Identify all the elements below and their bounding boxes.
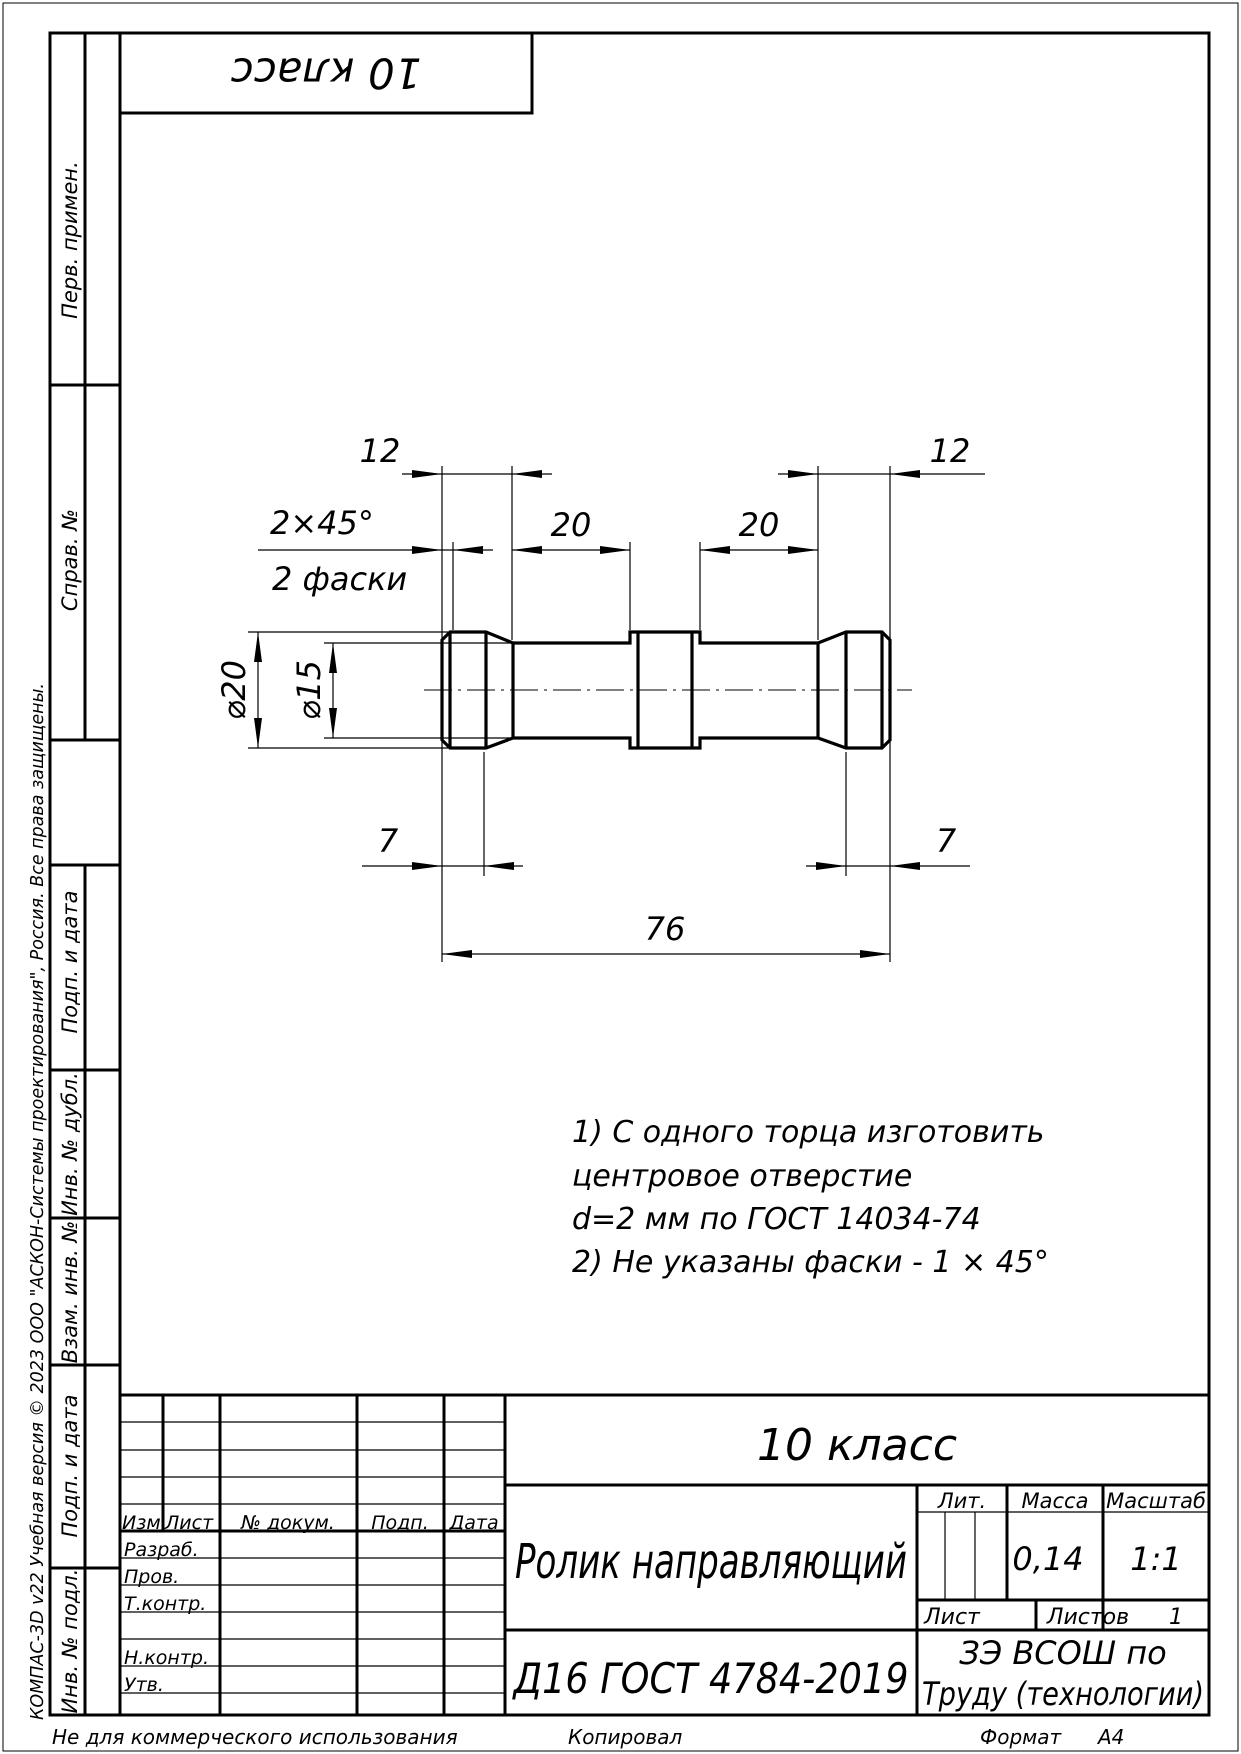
scale-label: Масштаб (1106, 1489, 1206, 1513)
sheet-label: Лист (923, 1605, 981, 1630)
dim-right-shoulder-text: 20 (739, 506, 780, 544)
part-edges (448, 632, 884, 748)
dim-right-shoulder: 20 (700, 506, 818, 554)
side-orig-inv-no: Инв. № подл. (58, 1569, 82, 1714)
part-name: Ролик направляющий (515, 1534, 907, 1590)
role-checked: Пров. (124, 1566, 179, 1588)
technical-notes: 1) С одного торца изготовить центровое о… (572, 1115, 1049, 1280)
format-label: Формат (980, 1725, 1062, 1749)
sheets-label: Листов (1046, 1605, 1129, 1630)
part-material: Д16 ГОСТ 4784-2019 (512, 1654, 909, 1703)
dim-left-shoulder-text: 20 (551, 506, 592, 544)
copyright-text: КОМПАС-3D v22 Учебная версия © 2023 ООО … (28, 683, 48, 1720)
role-tech-control: Т.контр. (124, 1593, 206, 1615)
side-strip: Перв. примен. Справ. № Подп. и дата Инв.… (28, 31, 122, 1720)
dim-chamfer-count-text: 2 фаски (272, 560, 407, 598)
col-date-label: Дата (448, 1512, 498, 1534)
footer: Не для коммерческого использования Копир… (52, 1725, 1124, 1749)
dim-inner-diameter: ⌀15 (290, 643, 337, 738)
non-commercial-text: Не для коммерческого использования (52, 1725, 458, 1749)
dim-right-taper-text: 7 (936, 822, 957, 860)
dim-left-end-length-text: 12 (360, 432, 401, 470)
dim-left-end-length: 12 (360, 432, 552, 478)
sheets-total: 1 (1169, 1605, 1183, 1630)
organization-line: ЗЭ ВСОШ по (959, 1634, 1166, 1672)
drawing-frame (118, 31, 1211, 1717)
note-line: центровое отверстие (572, 1159, 912, 1194)
dim-right-end-length: 12 (778, 432, 985, 478)
title-block: Изм. Лист № докум. Подп. Дата Разраб. Пр… (118, 1393, 1211, 1717)
role-developed: Разраб. (124, 1539, 199, 1561)
side-sign-date-2: Подп. и дата (58, 1394, 82, 1537)
dim-left-taper: 7 (362, 822, 523, 870)
note-line: d=2 мм по ГОСТ 14034-74 (572, 1202, 981, 1237)
dim-right-end-length-text: 12 (930, 432, 971, 470)
role-norm-control: Н.контр. (124, 1647, 209, 1669)
role-approved: Утв. (124, 1674, 164, 1696)
side-sign-date-1: Подп. и дата (58, 890, 82, 1033)
copied-label: Копировал (568, 1725, 682, 1749)
side-first-use: Перв. примен. (58, 161, 82, 319)
mass-value: 0,14 (1012, 1540, 1083, 1578)
part-drawing: 12 12 2×45° 2 фаски 20 (215, 432, 985, 962)
side-replaced-inv-no: Взам. инв. № (58, 1221, 82, 1364)
side-dupl-inv-no: Инв. № дубл. (58, 1072, 82, 1216)
dim-inner-diameter-text: ⌀15 (290, 660, 328, 720)
extension-lines (248, 466, 891, 962)
col-doc-no-label: № докум. (240, 1512, 335, 1534)
dim-right-taper: 7 (806, 822, 970, 870)
scale-value: 1:1 (1130, 1540, 1182, 1578)
dim-chamfer: 2×45° 2 фаски (258, 504, 493, 598)
dim-overall-length-text: 76 (645, 910, 686, 948)
mass-label: Масса (1022, 1489, 1089, 1513)
title-class-label: 10 класс (757, 1420, 957, 1471)
organization-line: Труду (технологии) (922, 1675, 1204, 1713)
dim-overall-length: 76 (442, 910, 890, 958)
dim-outer-diameter-text: ⌀20 (215, 660, 253, 720)
corner-stamp-text: 10 класс (231, 49, 422, 98)
lit-label: Лит. (937, 1489, 986, 1513)
col-change-label: Изм. (122, 1512, 167, 1534)
dim-chamfer-text: 2×45° (270, 504, 374, 542)
side-reference-no: Справ. № (58, 509, 82, 611)
col-sign-label: Подп. (371, 1512, 429, 1534)
col-sheet-label: Лист (164, 1512, 214, 1534)
note-line: 2) Не указаны фаски - 1 × 45° (572, 1245, 1049, 1280)
corner-stamp-box: 10 класс (118, 31, 534, 115)
dim-outer-diameter: ⌀20 (215, 632, 262, 748)
dim-left-shoulder: 20 (512, 506, 630, 554)
note-line: 1) С одного торца изготовить (572, 1115, 1044, 1150)
dim-left-taper-text: 7 (378, 822, 399, 860)
format-value: A4 (1096, 1725, 1124, 1749)
